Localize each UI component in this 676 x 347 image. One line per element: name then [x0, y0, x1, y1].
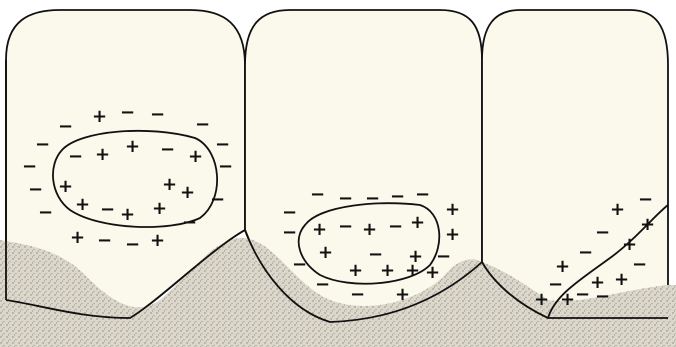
charge-sign: − — [338, 216, 353, 237]
charge-sign: + — [150, 230, 165, 251]
charge-sign: − — [125, 234, 140, 255]
charge-sign: − — [195, 114, 210, 135]
charge-sign: − — [68, 146, 83, 167]
charge-sign: + — [534, 289, 549, 310]
charge-sign: − — [338, 188, 353, 209]
charge-sign: + — [180, 182, 195, 203]
charge-sign: + — [125, 136, 140, 157]
charge-sign: − — [310, 184, 325, 205]
charge-sign: − — [22, 156, 37, 177]
charge-sign: − — [595, 286, 610, 307]
charge-sign: + — [445, 199, 460, 220]
charge-sign: + — [614, 269, 629, 290]
charge-sign: − — [365, 188, 380, 209]
charge-sign: − — [97, 230, 112, 251]
charge-sign: + — [410, 212, 425, 233]
charge-sign: − — [315, 274, 330, 295]
charge-sign: + — [162, 174, 177, 195]
charge-sign: + — [58, 176, 73, 197]
charge-sign: + — [560, 289, 575, 310]
charge-sign: − — [390, 186, 405, 207]
charge-sign: − — [575, 284, 590, 305]
charge-sign: + — [380, 260, 395, 281]
charge-sign: + — [640, 214, 655, 235]
charge-sign: + — [92, 106, 107, 127]
charge-sign: + — [188, 146, 203, 167]
charge-sign: − — [160, 139, 175, 160]
charge-sign: − — [638, 189, 653, 210]
charge-sign: + — [70, 227, 85, 248]
charge-sign: − — [578, 242, 593, 263]
charge-sign: + — [312, 219, 327, 240]
charge-sign: + — [395, 284, 410, 305]
charge-sign: − — [350, 284, 365, 305]
charge-sign: + — [75, 194, 90, 215]
charge-sign: − — [210, 189, 225, 210]
charge-sign: − — [35, 134, 50, 155]
charge-sign: − — [595, 222, 610, 243]
charge-sign: − — [38, 202, 53, 223]
charge-sign: + — [610, 199, 625, 220]
charge-sign: + — [362, 219, 377, 240]
charge-sign: − — [388, 216, 403, 237]
charge-sign: − — [120, 102, 135, 123]
charge-sign: − — [415, 184, 430, 205]
charge-sign: − — [58, 116, 73, 137]
charge-sign: − — [182, 212, 197, 233]
charge-sign: − — [215, 134, 230, 155]
charge-sign: − — [218, 156, 233, 177]
charge-sign: + — [348, 260, 363, 281]
charge-sign: − — [28, 179, 43, 200]
charge-sign: + — [425, 262, 440, 283]
charge-sign: + — [120, 204, 135, 225]
charge-sign: + — [95, 144, 110, 165]
charge-sign: + — [445, 224, 460, 245]
charge-sign: + — [318, 242, 333, 263]
charge-sign: − — [150, 104, 165, 125]
charge-sign: − — [282, 202, 297, 223]
charge-sign: + — [405, 260, 420, 281]
charge-sign: + — [622, 234, 637, 255]
charge-sign: − — [282, 222, 297, 243]
charge-sign: − — [632, 254, 647, 275]
charge-sign: − — [292, 254, 307, 275]
charge-sign: − — [100, 199, 115, 220]
charge-sign: + — [152, 198, 167, 219]
